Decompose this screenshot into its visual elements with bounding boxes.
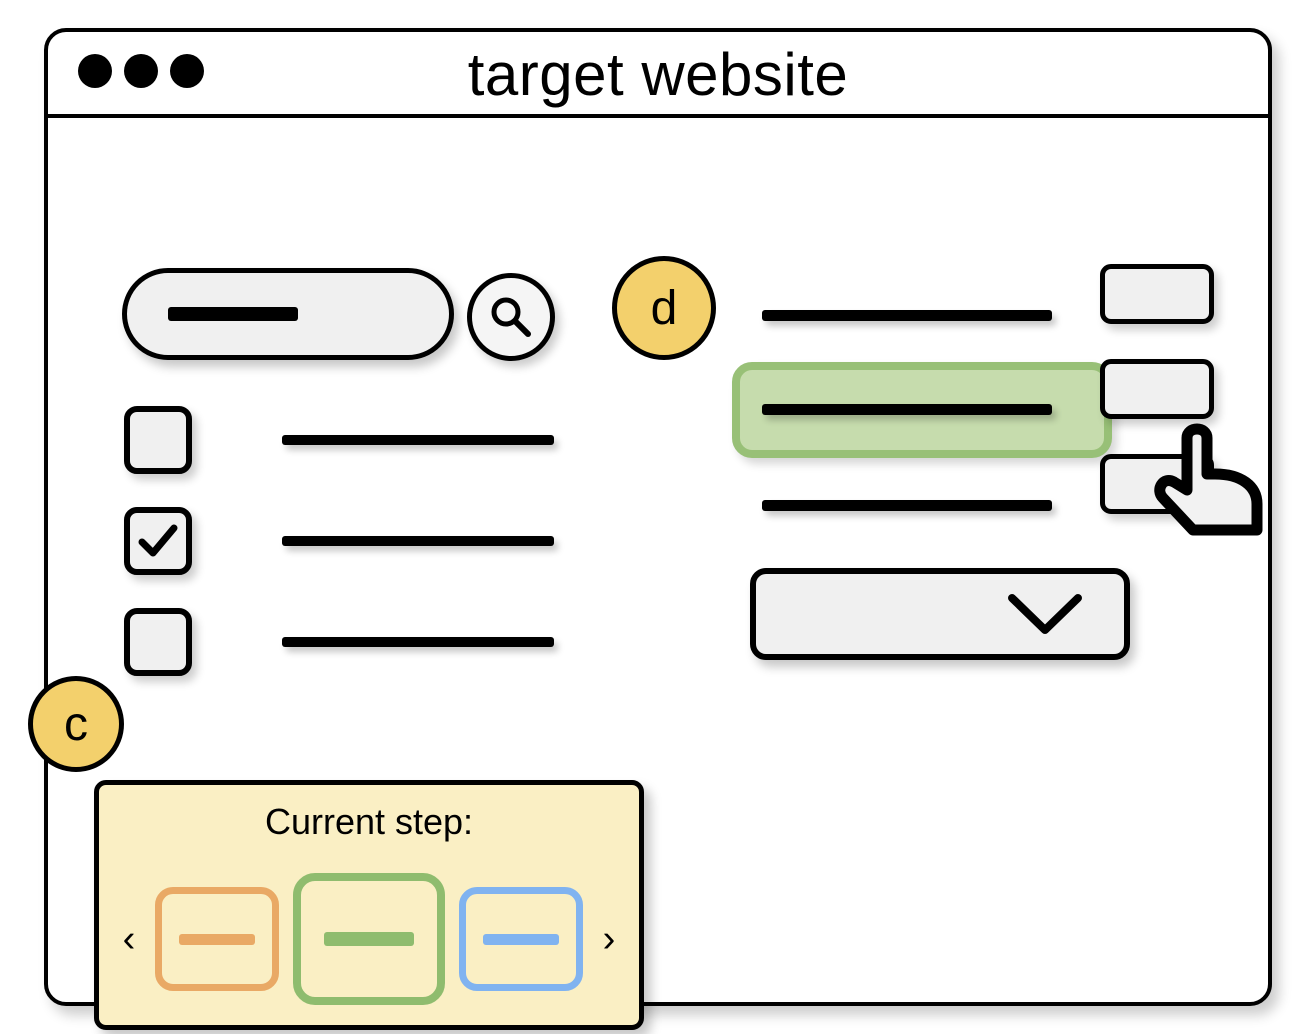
option-list	[732, 268, 1112, 552]
checkmark-icon	[138, 524, 178, 557]
side-button-3[interactable]	[1100, 454, 1214, 514]
dropdown-select[interactable]	[750, 568, 1130, 660]
search-input[interactable]	[122, 268, 454, 360]
page-title: target website	[467, 41, 849, 108]
step-card-previous[interactable]	[155, 887, 279, 991]
checkbox-label-placeholder	[282, 637, 554, 647]
list-item	[124, 406, 584, 507]
checkbox-list	[124, 406, 584, 709]
option-row[interactable]	[732, 458, 1112, 552]
checkbox-checked[interactable]	[124, 507, 192, 575]
step-card-current[interactable]	[293, 873, 445, 1005]
side-button-1[interactable]	[1100, 264, 1214, 324]
search-button[interactable]	[467, 273, 555, 361]
option-label-placeholder	[762, 404, 1052, 415]
annotation-badge-c: c	[28, 676, 124, 772]
list-item	[124, 507, 584, 608]
checkbox-label-placeholder	[282, 536, 554, 546]
checkbox-unchecked[interactable]	[124, 406, 192, 474]
current-step-title: Current step:	[264, 801, 474, 842]
side-button-2[interactable]	[1100, 359, 1214, 419]
step-card-bar	[483, 933, 559, 945]
checkbox-unchecked[interactable]	[124, 608, 192, 676]
close-dot-icon[interactable]	[78, 54, 112, 88]
browser-titlebar: target website	[48, 32, 1268, 118]
step-next-button[interactable]: ›	[602, 918, 616, 960]
annotation-badge-d: d	[612, 256, 716, 360]
option-row-highlighted[interactable]	[732, 362, 1112, 458]
search-input-text-placeholder	[168, 307, 298, 321]
step-card-bar	[179, 933, 255, 945]
chevron-down-icon	[1006, 592, 1084, 636]
step-card-bar	[324, 932, 414, 946]
checkbox-label-placeholder	[282, 435, 554, 445]
option-row[interactable]	[732, 268, 1112, 362]
option-label-placeholder	[762, 500, 1052, 511]
step-card-next[interactable]	[459, 887, 583, 991]
traffic-light-controls	[78, 54, 204, 88]
search-icon	[486, 292, 536, 342]
browser-content: Current step: ‹ ›	[48, 118, 1268, 1030]
side-button-group	[1100, 264, 1214, 549]
step-prev-button[interactable]: ‹	[122, 918, 136, 960]
minimize-dot-icon[interactable]	[124, 54, 158, 88]
option-label-placeholder	[762, 310, 1052, 321]
maximize-dot-icon[interactable]	[170, 54, 204, 88]
list-item	[124, 608, 584, 709]
step-carousel: ‹ ›	[99, 873, 639, 1005]
current-step-panel: Current step: ‹ ›	[94, 780, 644, 1030]
browser-window: target website	[44, 28, 1272, 1030]
